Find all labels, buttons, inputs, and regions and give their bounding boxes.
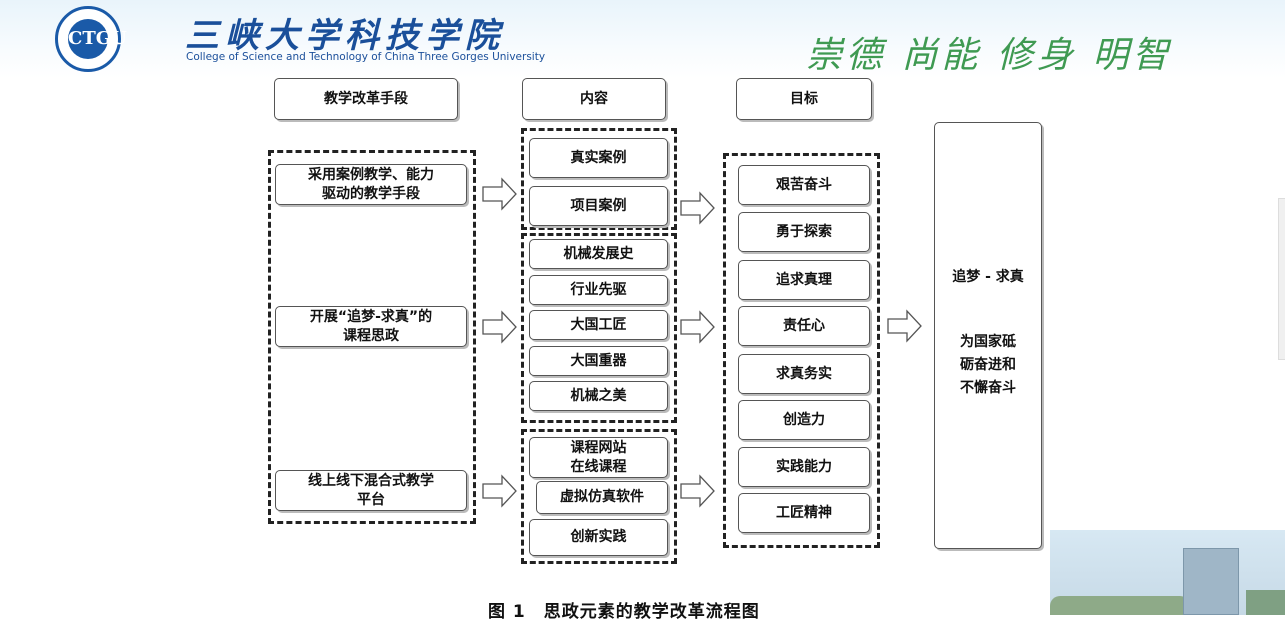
final-goal-title: 追梦 - 求真: [952, 269, 1024, 285]
content-group-2-border: [521, 233, 677, 423]
content-item-1-1: 真实案例: [529, 138, 668, 178]
university-motto: 崇德 尚能 修身 明智: [806, 35, 1173, 76]
arrow-method-1: [482, 177, 517, 211]
content-item-2-2: 行业先驱: [529, 275, 668, 305]
goal-item-1: 艰苦奋斗: [738, 165, 870, 205]
goal-item-7: 实践能力: [738, 447, 870, 487]
arrow-method-2: [482, 310, 517, 344]
goals-group-border: [723, 153, 880, 548]
header-content: 内容: [522, 78, 666, 120]
method-box-1: 采用案例教学、能力 驱动的教学手段: [275, 164, 467, 205]
campus-tower: [1183, 548, 1239, 615]
side-panel-tab[interactable]: [1278, 198, 1285, 360]
arrow-content-1: [680, 191, 715, 225]
arrow-content-3: [680, 474, 715, 508]
methods-group-border: [268, 150, 476, 524]
method-box-3: 线上线下混合式教学 平台: [275, 470, 467, 511]
header-methods: 教学改革手段: [274, 78, 458, 120]
method-box-2: 开展“追梦-求真”的 课程思政: [275, 306, 467, 347]
content-item-2-1: 机械发展史: [529, 239, 668, 269]
content-item-2-3: 大国工匠: [529, 310, 668, 340]
logo-emblem: CTGU: [68, 19, 127, 59]
content-item-3-1: 课程网站 在线课程: [529, 437, 668, 478]
goal-item-4: 责任心: [738, 306, 870, 346]
goal-item-8: 工匠精神: [738, 493, 870, 533]
goal-item-2: 勇于探索: [738, 212, 870, 252]
campus-greenery: [1246, 590, 1285, 615]
university-logo: CTGU: [55, 6, 127, 72]
content-item-3-3: 创新实践: [529, 519, 668, 556]
content-item-2-4: 大国重器: [529, 346, 668, 376]
content-item-1-2: 项目案例: [529, 186, 668, 226]
content-item-3-2: 虚拟仿真软件: [536, 481, 668, 514]
arrow-content-2: [680, 310, 715, 344]
content-item-2-5: 机械之美: [529, 381, 668, 411]
goal-item-6: 创造力: [738, 400, 870, 440]
content-group-1-border: [521, 128, 677, 230]
header-goals: 目标: [736, 78, 872, 120]
content-group-3-border: [521, 429, 677, 564]
final-goal-description: 为国家砥 砺奋进和 不懈奋斗: [960, 334, 1016, 396]
university-name-en: College of Science and Technology of Chi…: [186, 51, 546, 63]
figure-caption: 图 1 思政元素的教学改革流程图: [488, 602, 760, 622]
goal-item-5: 求真务实: [738, 354, 870, 394]
arrow-goals: [887, 309, 922, 343]
campus-trees: [1050, 596, 1190, 615]
goal-item-3: 追求真理: [738, 260, 870, 300]
final-goal-box: 追梦 - 求真为国家砥 砺奋进和 不懈奋斗: [934, 122, 1042, 549]
page-header: CTGU 三峡大学科技学院 College of Science and Tec…: [0, 0, 1285, 78]
arrow-method-3: [482, 474, 517, 508]
university-name-cn: 三峡大学科技学院: [185, 16, 505, 56]
